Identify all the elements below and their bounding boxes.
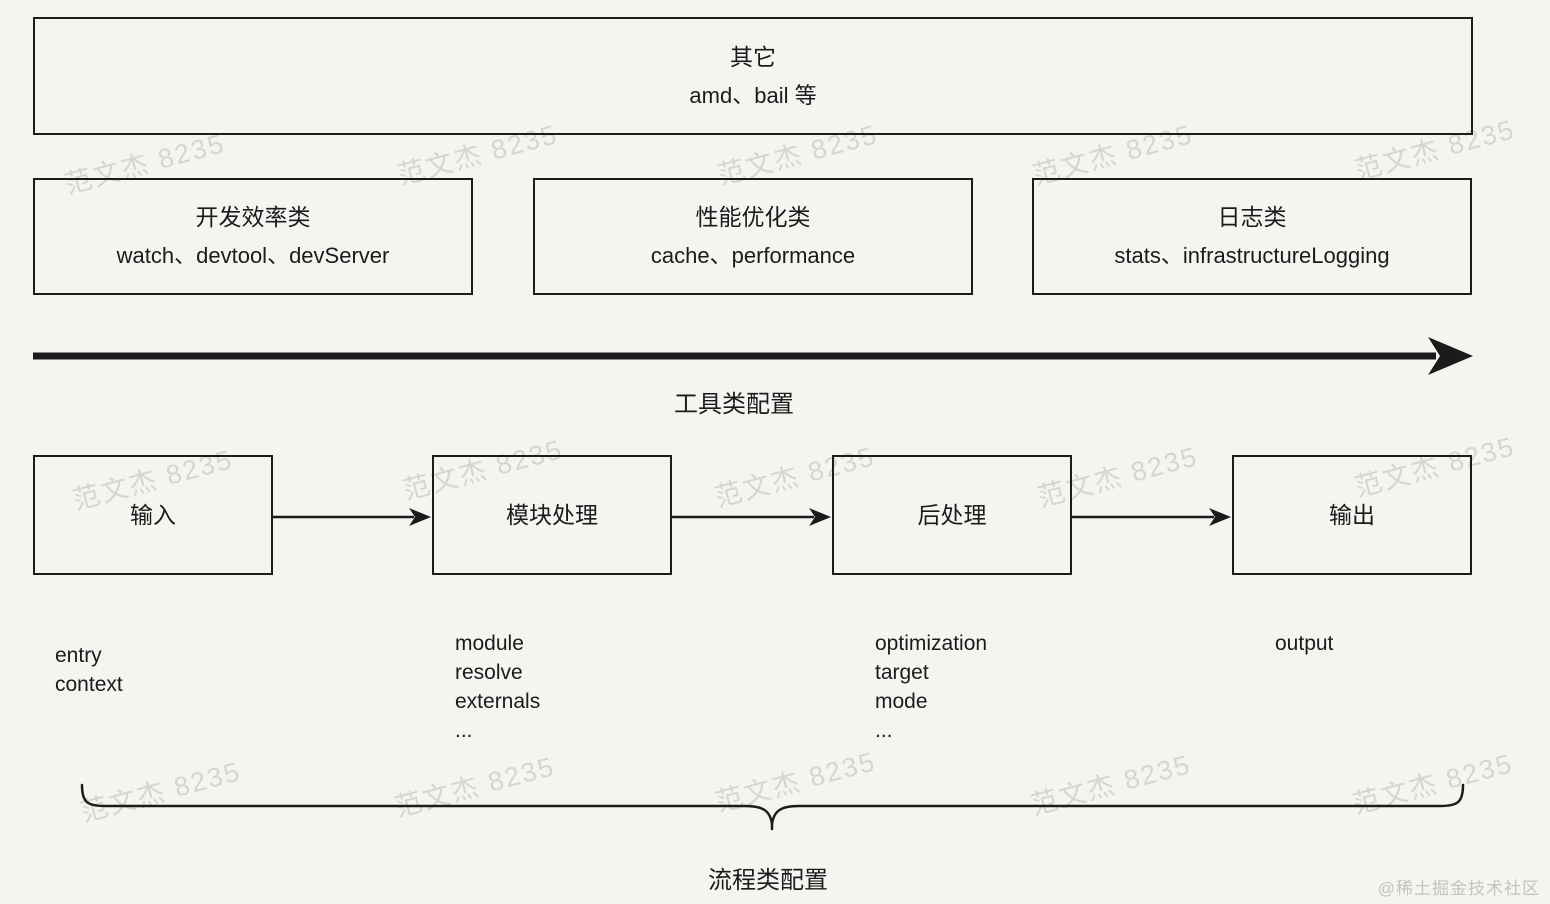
flow-box-input: 输入: [33, 455, 273, 575]
flow-brace: [80, 783, 1465, 831]
option-item: resolve: [455, 661, 523, 684]
flow-box-label: 后处理: [917, 502, 987, 528]
options-list-output: output: [1275, 629, 1333, 658]
option-item: optimization: [875, 632, 988, 655]
option-item: module: [455, 632, 524, 655]
option-item: ...: [875, 719, 893, 742]
flow-box-label: 输出: [1329, 502, 1375, 528]
flow-box-post-processing: 后处理: [832, 455, 1072, 575]
category-subtitle: cache、performance: [650, 243, 856, 268]
tools-arrow-label: 工具类配置: [674, 391, 794, 418]
category-box-logging: 日志类 stats、infrastructureLogging: [1032, 178, 1472, 295]
category-subtitle: stats、infrastructureLogging: [1114, 243, 1390, 268]
flow-box-output: 输出: [1232, 455, 1472, 575]
options-list-input: entry context: [55, 641, 123, 699]
flow-brace-label: 流程类配置: [708, 867, 828, 894]
other-config-title: 其它: [730, 43, 776, 70]
flow-connector-arrow: [672, 508, 831, 526]
options-list-module-processing: module resolve externals ...: [455, 629, 540, 745]
category-subtitle: watch、devtool、devServer: [116, 243, 390, 268]
option-item: target: [875, 661, 929, 684]
category-box-dev-efficiency: 开发效率类 watch、devtool、devServer: [33, 178, 473, 295]
other-config-box: 其它 amd、bail 等: [33, 17, 1473, 135]
category-title: 日志类: [1217, 204, 1287, 230]
option-item: mode: [875, 690, 928, 713]
flow-box-label: 输入: [130, 502, 176, 528]
option-item: entry: [55, 644, 102, 667]
option-item: context: [55, 673, 123, 696]
category-box-performance: 性能优化类 cache、performance: [533, 178, 973, 295]
other-config-subtitle: amd、bail 等: [689, 82, 817, 108]
option-item: externals: [455, 690, 541, 713]
site-watermark: @稀土掘金技术社区: [1377, 879, 1540, 898]
flow-connector-arrow: [272, 508, 431, 526]
flow-box-module-processing: 模块处理: [432, 455, 672, 575]
flow-connector-arrow: [1072, 508, 1231, 526]
category-title: 开发效率类: [195, 204, 311, 230]
flow-box-label: 模块处理: [506, 502, 598, 528]
options-list-post-processing: optimization target mode ...: [875, 629, 987, 745]
option-item: ...: [455, 719, 473, 742]
tools-arrow: [33, 337, 1473, 375]
category-title: 性能优化类: [695, 204, 811, 230]
option-item: output: [1275, 632, 1334, 655]
